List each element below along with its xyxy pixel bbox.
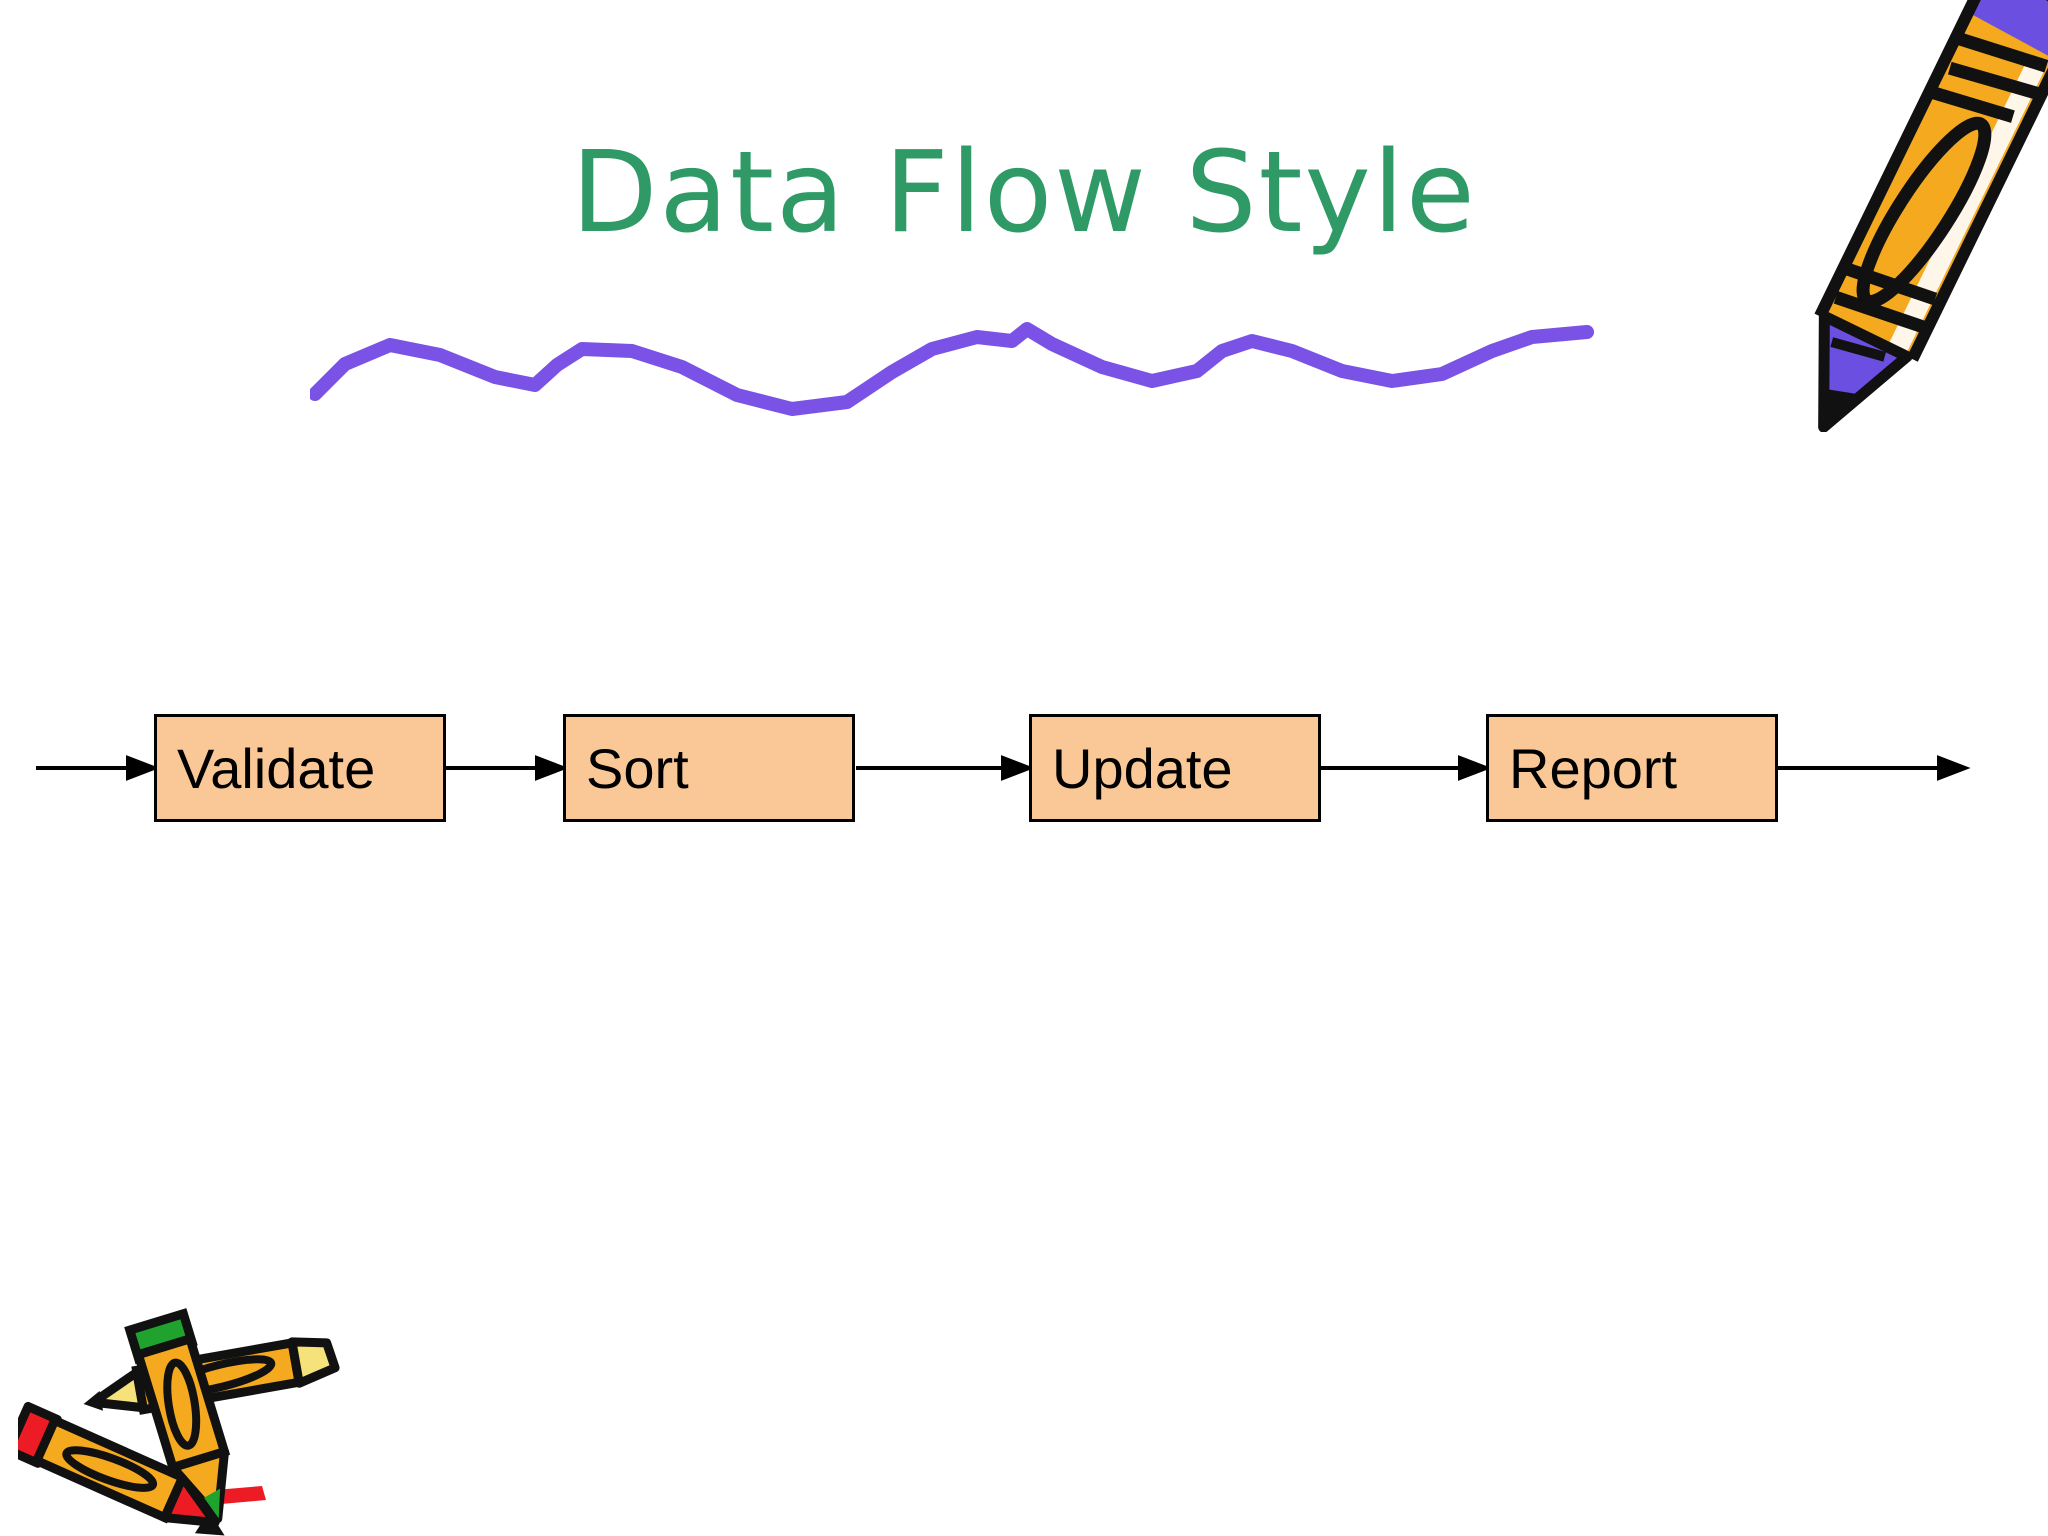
arrowhead-out-of-report-icon	[1937, 755, 1971, 781]
purple-squiggle-underline-icon	[310, 322, 1594, 416]
flow-node-validate-label: Validate	[177, 736, 376, 800]
arrowhead-update-to-report-icon	[1458, 755, 1492, 781]
arrowhead-validate-to-sort-icon	[535, 755, 569, 781]
flow-node-update-label: Update	[1052, 736, 1233, 800]
squiggle-stroke	[310, 322, 1594, 416]
flow-node-sort: Sort	[563, 714, 855, 822]
arrowhead-sort-to-update-icon	[1001, 755, 1035, 781]
flow-node-report: Report	[1486, 714, 1778, 822]
crayon-pencil-clipart-icon	[1814, 0, 2048, 432]
flow-node-report-label: Report	[1509, 736, 1678, 800]
arrowhead-into-validate-icon	[126, 755, 160, 781]
flow-node-sort-label: Sort	[586, 736, 689, 800]
red-cap-crayon	[18, 1401, 225, 1536]
slide-title: Data Flow Style	[571, 128, 1477, 258]
flow-node-update: Update	[1029, 714, 1321, 822]
flow-node-validate: Validate	[154, 714, 446, 822]
green-cap-crayon	[124, 1308, 231, 1524]
crossed-crayons-clipart-icon	[18, 1308, 340, 1536]
